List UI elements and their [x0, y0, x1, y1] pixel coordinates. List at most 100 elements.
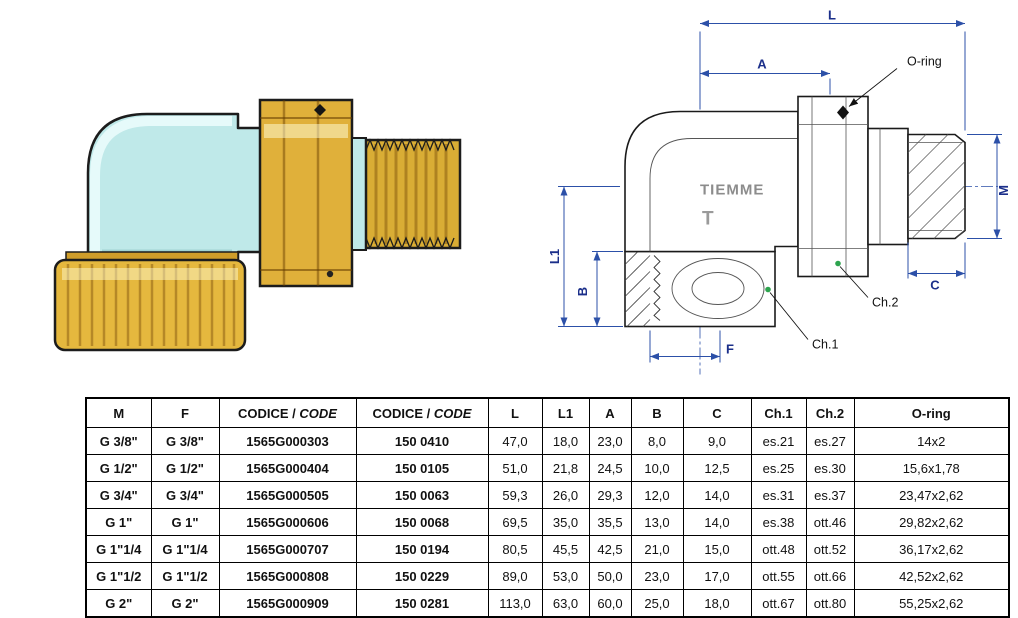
table-cell: 17,0: [682, 562, 752, 590]
table-cell: 150 0194: [355, 535, 489, 563]
pipe-highlight: [90, 116, 232, 256]
male-thread-crest-bottom: [365, 236, 455, 250]
female-bore-inner: [691, 272, 745, 305]
ch1-label: Ch.1: [812, 338, 838, 352]
column-header: F: [150, 397, 220, 428]
table-cell: 59,3: [487, 481, 543, 509]
female-thread-hatch: [624, 251, 651, 327]
table-cell: es.25: [750, 454, 807, 482]
column-header: CODICE / CODE: [355, 397, 489, 428]
column-header: M: [85, 397, 152, 428]
female-nut-knurling: [66, 264, 236, 346]
table-cell: 150 0068: [355, 508, 489, 536]
table-cell: 55,25x2,62: [853, 589, 1010, 618]
table-cell: 18,0: [682, 589, 752, 618]
table-cell: 1565G000505: [218, 481, 357, 509]
table-cell: 23,47x2,62: [853, 481, 1010, 509]
dim-label-F: F: [726, 342, 734, 357]
o-ring-section: [837, 105, 849, 120]
dim-label-M: M: [996, 185, 1011, 196]
table-cell: 29,82x2,62: [853, 508, 1010, 536]
union-nut-sheen: [264, 124, 348, 138]
table-cell: 23,0: [630, 562, 684, 590]
table-cell: 150 0229: [355, 562, 489, 590]
male-thread-stripes: [374, 144, 448, 244]
female-port: [624, 250, 776, 328]
dim-B: [592, 251, 623, 327]
table-cell: ott.66: [805, 562, 855, 590]
dim-label-L1: L1: [550, 249, 562, 264]
table-cell: 50,0: [588, 562, 632, 590]
table-cell: 113,0: [487, 589, 543, 618]
table-cell: 13,0: [630, 508, 684, 536]
table-cell: 18,0: [541, 427, 590, 455]
column-header: Ch.1: [750, 397, 807, 428]
table-cell: 150 0105: [355, 454, 489, 482]
table-cell: G 3/4": [150, 481, 220, 509]
ch1-dot: [765, 286, 771, 293]
dim-M: [967, 134, 1002, 239]
table-cell: 8,0: [630, 427, 684, 455]
dim-label-B: B: [575, 287, 590, 296]
technical-drawing: TIEMME T L: [547, 5, 1015, 383]
table-cell: 24,5: [588, 454, 632, 482]
male-thread-hatch: [907, 134, 966, 239]
dimension-drawing: TIEMME T L: [547, 8, 1011, 375]
union-nut-lines: [798, 96, 868, 277]
dim-A: [700, 70, 831, 95]
union-shadow-dot: [326, 270, 334, 278]
table-cell: 150 0410: [355, 427, 489, 455]
table-cell: ott.48: [750, 535, 807, 563]
elbow-inner-wall: [649, 138, 798, 252]
table-cell: 45,5: [541, 535, 590, 563]
column-header: L1: [541, 397, 590, 428]
table-cell: 1565G000808: [218, 562, 357, 590]
column-header: Ch.2: [805, 397, 855, 428]
female-thread-profile: [653, 255, 661, 321]
table-cell: 60,0: [588, 589, 632, 618]
female-nut: [53, 258, 247, 352]
male-thread-body: [364, 138, 462, 250]
ch2-label: Ch.2: [872, 296, 898, 310]
product-illustration: [32, 48, 472, 378]
table-cell: ott.52: [805, 535, 855, 563]
column-header: A: [588, 397, 632, 428]
table-cell: G 1": [150, 508, 220, 536]
table-cell: 47,0: [487, 427, 543, 455]
table-cell: 21,0: [630, 535, 684, 563]
table-cell: G 2": [85, 589, 152, 618]
table-cell: 53,0: [541, 562, 590, 590]
table-cell: 25,0: [630, 589, 684, 618]
table-cell: 15,0: [682, 535, 752, 563]
table-cell: G 3/8": [85, 427, 152, 455]
dim-label-C: C: [930, 278, 940, 293]
table-cell: 1565G000404: [218, 454, 357, 482]
table-cell: 14x2: [853, 427, 1010, 455]
table-cell: G 2": [150, 589, 220, 618]
column-header: L: [487, 397, 543, 428]
table-cell: G 1/2": [85, 454, 152, 482]
table-cell: G 1"1/4: [85, 535, 152, 563]
table-cell: 150 0281: [355, 589, 489, 618]
table-cell: 42,5: [588, 535, 632, 563]
table-cell: ott.80: [805, 589, 855, 618]
table-cell: es.38: [750, 508, 807, 536]
table-cell: G 1/2": [150, 454, 220, 482]
table-cell: G 3/8": [150, 427, 220, 455]
male-thread-crest-top: [365, 138, 455, 152]
table-cell: es.37: [805, 481, 855, 509]
table-cell: 89,0: [487, 562, 543, 590]
table-cell: 29,3: [588, 481, 632, 509]
male-thread-outline: [907, 133, 966, 240]
table-cell: G 1"1/2: [85, 562, 152, 590]
brand-logo: TIEMME: [700, 182, 764, 199]
elbow-fitting-art: [53, 98, 462, 352]
table-cell: 9,0: [682, 427, 752, 455]
